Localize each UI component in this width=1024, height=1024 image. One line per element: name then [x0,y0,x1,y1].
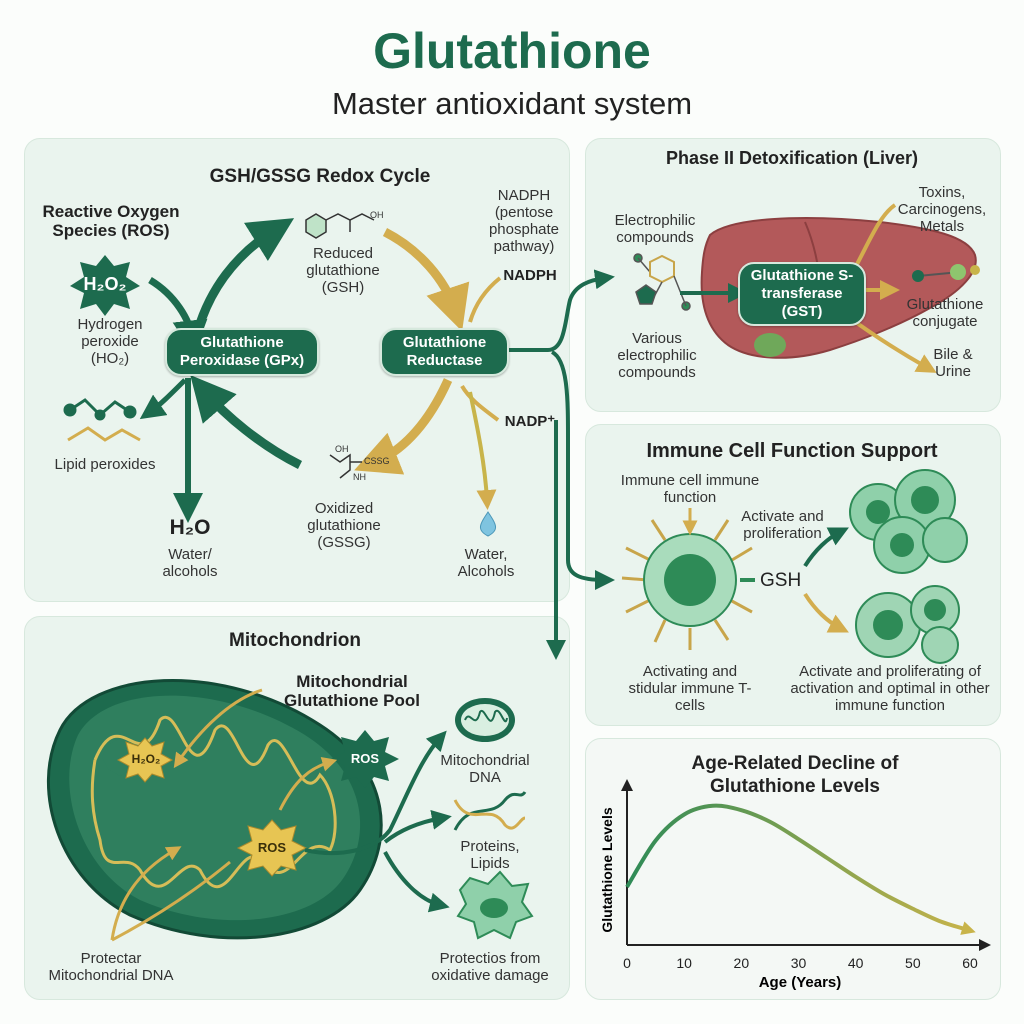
damaged-cell-icon [456,870,534,940]
proteins-label: Proteins, Lipids [460,838,520,872]
gst-to-bile-arrow [848,316,937,373]
glutathione-decline-curve [625,803,971,933]
various-label: Various electrophilic compounds [617,330,697,381]
gpx-to-lipid-arrow [139,378,187,420]
mito-h2o2-label: H₂O₂ [131,752,161,766]
nadp-out-arrow [460,384,500,422]
protectar-label: Protectar Mitochondrial DNA [48,950,174,984]
mito-ros-star-inner [236,819,308,877]
nadp-label: NADP⁺ [504,413,556,430]
ros-title: Reactive Oxygen Species (ROS) [42,202,180,240]
pool-to-h2o2-arrow [173,688,263,769]
y-axis-label: Glutathione Levels [599,807,615,932]
mito-ros-inner-label: ROS [257,840,287,855]
gssg-molecule-icon [329,453,362,479]
conjugate-label: Glutathione conjugate [906,296,984,330]
gsh-to-gr-arrow [382,227,470,332]
x-tick-label: 10 [676,955,692,971]
x-tick-label: 60 [962,955,978,971]
proliferating-cells-icon [855,585,960,664]
activate-label: Activate and proliferation [741,508,824,542]
gst-enzyme-pill: Glutathione S-transferase (GST) [738,262,866,326]
to-immune-arrow [550,350,615,590]
gssg-nh-label: NH [353,472,366,482]
pool-label: Mitochondrial Glutathione Pool [284,672,420,710]
activating-label: Activating and stidular immune T-cells [628,663,752,714]
curve-arrowhead [960,921,976,935]
immune-gsh-label: GSH [760,570,802,591]
x-tick-label: 0 [623,955,631,971]
x-axis-label: Age (Years) [759,974,842,991]
h2o2-badge-label: H₂O₂ [83,274,127,294]
mito-title: Mitochondrion [229,630,361,651]
gr-to-water-arrow [468,391,497,510]
gpx-to-gsh-arrow [193,218,295,332]
lipid-peroxide-icon [63,398,141,442]
gssg-to-gpx-arrow [190,375,303,470]
bile-label: Bile & Urine [933,346,973,380]
immune-cell-label: Immune cell immune function [620,472,760,506]
water-drop-icon [480,511,496,537]
ros-to-outer-arrow [278,756,338,811]
gsh-to-activated-arrow [803,527,849,568]
to-detox-arrow [505,269,615,352]
x-tick-label: 20 [734,955,750,971]
gsh-oh-label: OH [370,210,384,220]
gssg-struct-label: CSSG [364,456,390,466]
t-cell-icon [621,519,753,650]
toxins-label: Toxins, Carcinogens, Metals [897,184,987,235]
gssg-label: Oxidized glutathione (GSSG) [307,500,381,551]
protects-label: Protectios from oxidative damage [431,950,549,984]
h2o2-star [70,255,140,316]
gr-to-gssg-arrow [354,378,453,475]
water-alcohols-left-label: Water/ alcohols [162,546,218,580]
nadph-note-label: NADPH (pentose phosphate pathway) [488,187,560,255]
electrophilic-label: Electrophilic compounds [614,212,696,246]
x-tick-label: 50 [905,955,921,971]
page-title: Glutathione [373,23,651,79]
ros-to-proteins-arrow [383,809,452,844]
mdna-label: Mitochondrial DNA [440,752,530,786]
activate-prolif-label: Activate and proliferating of activation… [790,663,990,714]
x-tick-label: 30 [791,955,807,971]
conjugate-molecule-icon [912,264,980,282]
mito-ros-star-outer [331,730,399,788]
gsh-label: Reduced glutathione (GSH) [306,245,380,296]
water-alcohols-right-label: Water, Alcohols [457,546,515,580]
immune-title: Immune Cell Function Support [646,440,938,462]
age-title: Age-Related Decline of Glutathione Level… [691,753,899,797]
h2o-label: H₂O [169,516,211,539]
small-mitochondrion-icon [455,698,515,742]
dna-helix-icon [453,791,527,831]
redox-title: GSH/GSSG Redox Cycle [209,166,431,187]
mito-h2o2-star [116,737,174,783]
nadph-feed-arrow [468,276,502,323]
age-chart: 0 10 20 30 40 50 60 Age (Years) Glutathione Le… [599,779,991,991]
toxins-to-gst-line [853,203,897,269]
protect-dna-arrow [110,846,182,941]
protect-dna-arrow-2 [111,860,231,942]
hydrogen-peroxide-label: Hydrogen peroxide (HO₂) [77,316,143,367]
page-subtitle: Master antioxidant system [331,86,693,121]
gsh-molecule-icon [305,213,375,239]
mito-ros-outer-label: ROS [350,751,380,766]
gssg-oh-label: OH [335,444,349,454]
gpx-enzyme-pill: Glutathione Peroxidase (GPx) [165,328,319,376]
age-panel [585,738,1001,1000]
ros-to-damage-arrow [383,851,450,913]
lipid-peroxides-label: Lipid peroxides [54,456,156,473]
ros-to-mdna-arrow [304,730,447,855]
x-tick-label: 40 [848,955,864,971]
nadph-label: NADPH [503,267,557,284]
detox-title: Phase II Detoxification (Liver) [665,148,919,168]
gr-enzyme-pill: Glutathione Reductase [380,328,509,376]
electrophilic-molecule-icon [633,253,691,311]
activated-cells-icon [849,469,968,574]
gsh-to-prolif-arrow [803,592,849,633]
